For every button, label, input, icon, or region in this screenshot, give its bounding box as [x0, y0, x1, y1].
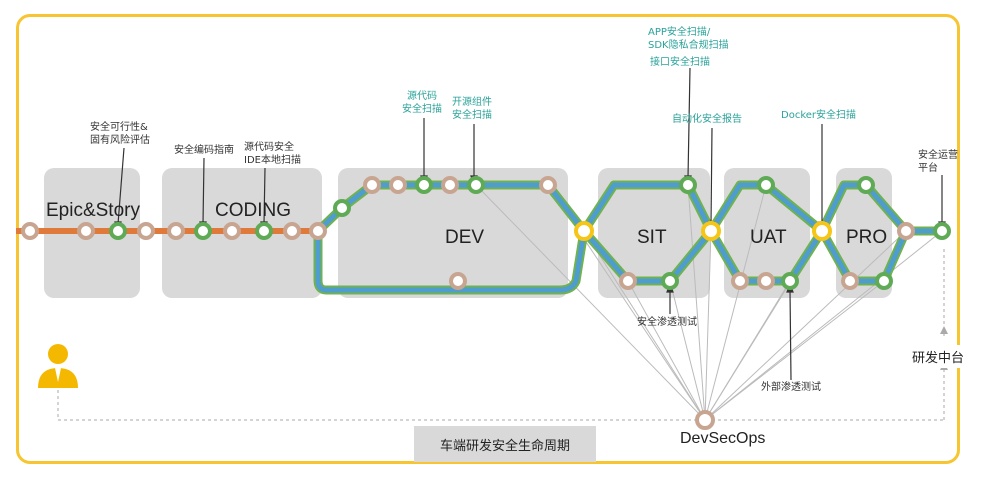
- annotation-coding-guide: 安全编码指南: [174, 145, 234, 156]
- annotation-external-pentest: 外部渗透测试: [761, 382, 821, 393]
- stage-label-epic: Epic&Story: [46, 200, 140, 221]
- devsecops-label: DevSecOps: [680, 430, 766, 447]
- annotation-auto-report: 自动化安全报告: [672, 114, 742, 125]
- person-icon: [38, 344, 78, 388]
- platform-label: 研发中台: [912, 345, 965, 368]
- annotation-ops: 安全运营 平台: [918, 150, 958, 174]
- annotation-oss-scan: 开源组件 安全扫描: [452, 97, 492, 121]
- annotation-source-scan: 源代码 安全扫描: [402, 91, 442, 115]
- feedback-loop: [57, 248, 945, 421]
- lifecycle-banner: 车端研发安全生命周期: [414, 426, 596, 462]
- stage-label-dev: DEV: [445, 227, 485, 248]
- annotation-source-ide: 源代码安全 IDE本地扫描: [244, 142, 301, 166]
- tan-nodes: [21, 176, 915, 430]
- stage-label-pro: PRO: [846, 227, 888, 248]
- arrow-head-up: [940, 326, 948, 334]
- outer-frame: [16, 14, 960, 464]
- green-nodes: [109, 176, 951, 290]
- yellow-nodes: [574, 221, 832, 241]
- annotation-api-scan: 接口安全扫描: [650, 57, 710, 68]
- annotation-feasibility: 安全可行性& 固有风险评估: [90, 122, 150, 146]
- stage-label-coding: CODING: [215, 200, 291, 221]
- stage-label-sit: SIT: [637, 227, 667, 248]
- line-dev-loop: [315, 182, 587, 293]
- annotation-app-scan: APP安全扫描/ SDK隐私合规扫描: [648, 27, 729, 51]
- annotation-docker-scan: Docker安全扫描: [781, 110, 857, 121]
- stage-label-uat: UAT: [750, 227, 787, 248]
- annotation-pentest: 安全渗透测试: [637, 317, 697, 328]
